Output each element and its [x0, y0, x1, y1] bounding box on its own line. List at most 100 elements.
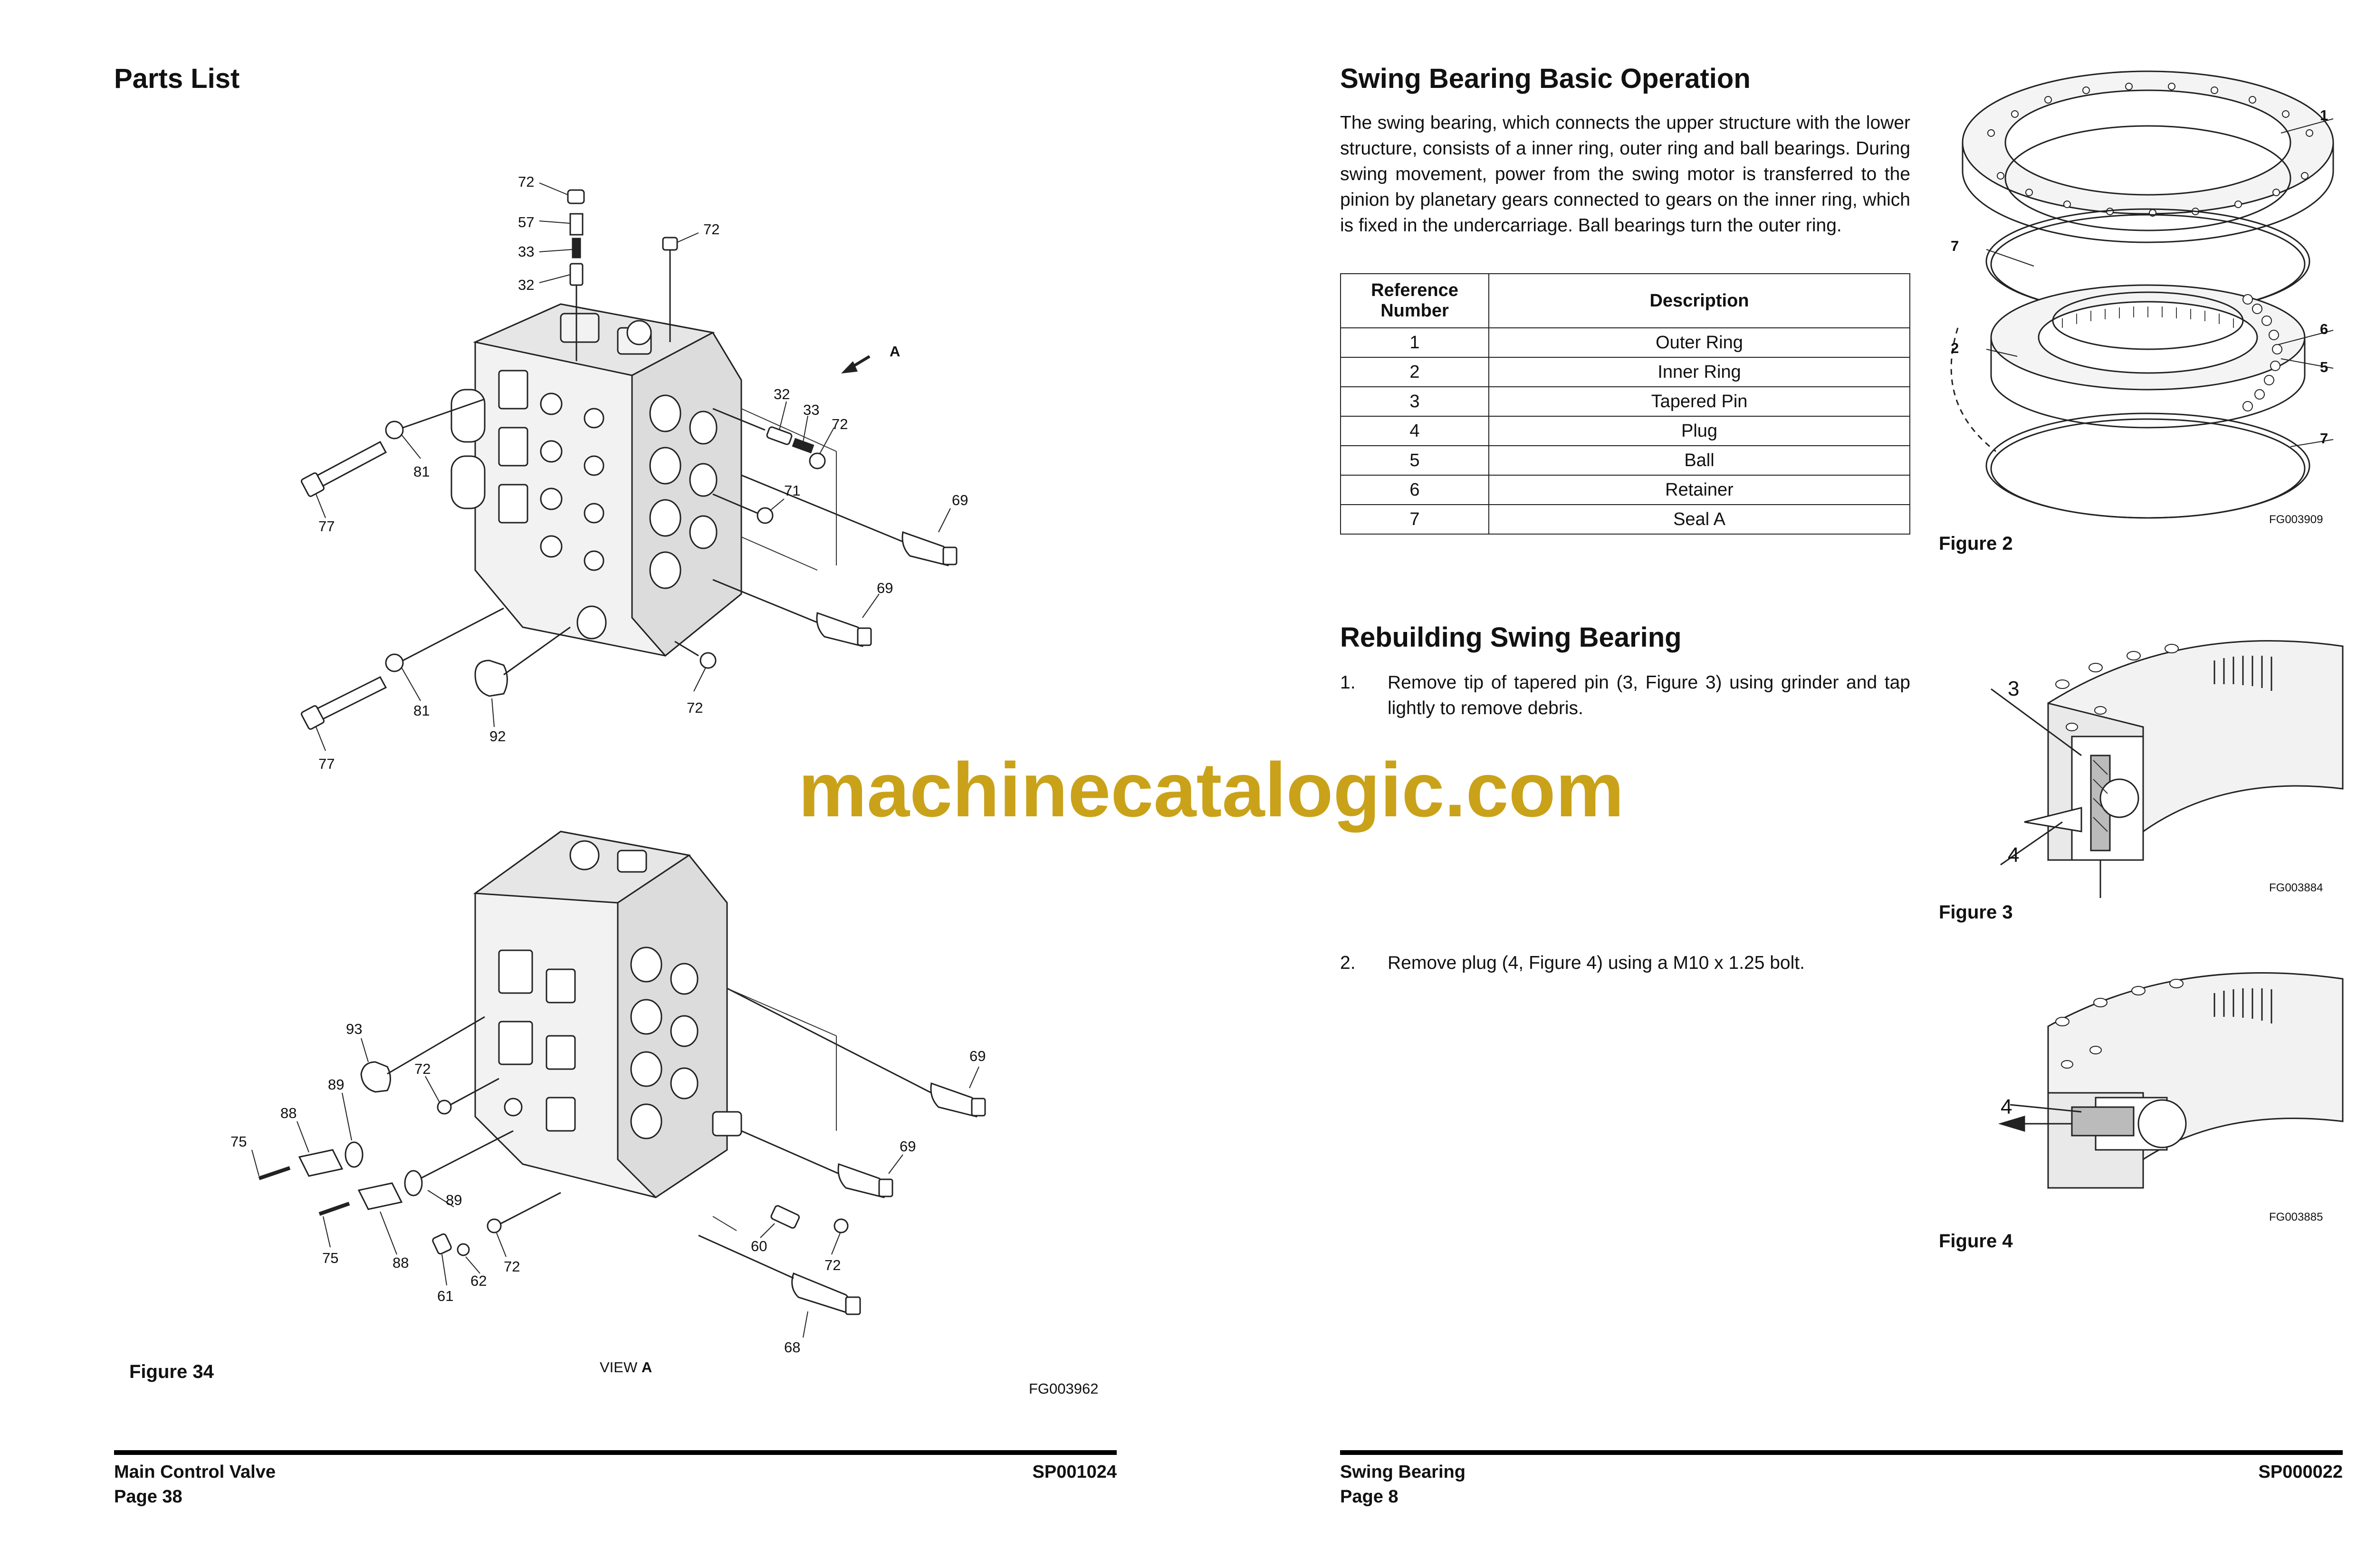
- figure-2-caption: Figure 2: [1939, 533, 2013, 554]
- desc-cell: Outer Ring: [1488, 327, 1910, 358]
- callout-32: 32: [518, 277, 535, 293]
- right-footer-page: Page 8: [1340, 1487, 1399, 1507]
- callout-33: 33: [518, 243, 535, 260]
- desc-cell: Tapered Pin: [1488, 386, 1910, 417]
- header-description: Description: [1488, 273, 1910, 328]
- callout-60: 60: [751, 1238, 767, 1254]
- callout-81: 81: [413, 702, 430, 719]
- callout-81: 81: [413, 463, 430, 480]
- callout-92: 92: [489, 728, 506, 745]
- callout-93: 93: [346, 1021, 363, 1037]
- view-arrow-label: A: [890, 343, 901, 360]
- callout-72: 72: [703, 221, 720, 238]
- watermark-text: machinecatalogic.com: [798, 747, 1624, 833]
- callout-68: 68: [784, 1339, 801, 1356]
- fig2-callout-7: 7: [2320, 430, 2328, 447]
- callout-62: 62: [470, 1272, 487, 1289]
- desc-cell: Inner Ring: [1488, 357, 1910, 387]
- swing-bearing-title: Swing Bearing Basic Operation: [1340, 63, 1751, 94]
- step-2: 2. Remove plug (4, Figure 4) using a M10…: [1340, 950, 1910, 976]
- right-footer-section: Swing Bearing: [1340, 1462, 1466, 1482]
- step-text: Remove tip of tapered pin (3, Figure 3) …: [1388, 672, 1910, 718]
- valve-exploded-view-top: [300, 182, 958, 751]
- callout-69: 69: [969, 1048, 986, 1064]
- step-number: 2.: [1340, 953, 1356, 973]
- desc-cell: Ball: [1488, 445, 1910, 476]
- callout-88: 88: [393, 1254, 409, 1271]
- callout-69: 69: [900, 1138, 916, 1155]
- left-footer-section: Main Control Valve: [114, 1462, 276, 1482]
- ref-cell: 4: [1340, 416, 1489, 446]
- left-page-title: Parts List: [114, 63, 240, 94]
- callout-72: 72: [832, 416, 848, 432]
- fig3-code: FG003884: [2269, 881, 2323, 894]
- desc-cell: Plug: [1488, 416, 1910, 446]
- intro-paragraph: The swing bearing, which connects the up…: [1340, 113, 1910, 236]
- rebuilding-title: Rebuilding Swing Bearing: [1340, 622, 1682, 653]
- callout-33: 33: [803, 402, 820, 418]
- left-footer-page: Page 38: [114, 1487, 182, 1507]
- left-footer-rule: [114, 1450, 1117, 1455]
- callout-57: 57: [518, 214, 535, 230]
- callout-69: 69: [877, 580, 893, 596]
- ref-cell: 5: [1340, 445, 1489, 476]
- header-reference-number: Reference Number: [1340, 273, 1489, 328]
- ref-cell: 2: [1340, 357, 1489, 387]
- view-label-prefix: VIEW: [600, 1359, 638, 1376]
- ref-cell: 6: [1340, 475, 1489, 505]
- step-number: 1.: [1340, 672, 1356, 693]
- right-footer-rule: [1340, 1450, 2343, 1455]
- fig2-code: FG003909: [2269, 513, 2323, 526]
- callout-61: 61: [437, 1288, 454, 1304]
- desc-cell: Seal A: [1488, 504, 1910, 535]
- fig2-callout-7: 7: [1951, 238, 1959, 254]
- callout-88: 88: [280, 1105, 297, 1121]
- ref-cell: 1: [1340, 327, 1489, 358]
- ref-cell: 3: [1340, 386, 1489, 417]
- fig2-callout-6: 6: [2320, 321, 2328, 337]
- left-footer-code: SP001024: [1032, 1462, 1117, 1482]
- fig3-callout-3: 3: [2008, 677, 2020, 700]
- callout-75: 75: [230, 1133, 247, 1150]
- callout-89: 89: [446, 1192, 462, 1208]
- table-header-row: Reference Number Description: [1340, 273, 1910, 328]
- callout-75: 75: [322, 1250, 339, 1266]
- valve-view-a: [251, 831, 986, 1338]
- view-a-label: VIEW A: [600, 1359, 652, 1376]
- fig4-code: FG003885: [2269, 1211, 2323, 1224]
- fig2-callout-5: 5: [2320, 359, 2328, 375]
- fig4-callout-4: 4: [2001, 1095, 2012, 1119]
- figure-3-caption: Figure 3: [1939, 902, 2013, 923]
- fig2-callout-1: 1: [2320, 107, 2328, 124]
- view-label-letter: A: [641, 1359, 652, 1376]
- callout-32: 32: [774, 386, 790, 402]
- callout-72: 72: [504, 1258, 520, 1275]
- callout-69: 69: [952, 492, 968, 508]
- callout-89: 89: [328, 1076, 345, 1093]
- step-text: Remove plug (4, Figure 4) using a M10 x …: [1388, 953, 1805, 973]
- fig3-callout-4: 4: [2008, 843, 2020, 867]
- right-footer-code: SP000022: [2258, 1462, 2343, 1482]
- step-1: 1. Remove tip of tapered pin (3, Figure …: [1340, 670, 1910, 721]
- callout-72: 72: [414, 1061, 431, 1077]
- figure-4-plug-removal: [1998, 972, 2344, 1189]
- ref-cell: 7: [1340, 504, 1489, 535]
- figure-3-tapered-pin-section: [1991, 640, 2344, 898]
- figure-2-swing-bearing-exploded: [1950, 70, 2334, 519]
- callout-71: 71: [784, 482, 801, 499]
- callout-72: 72: [518, 173, 535, 190]
- desc-cell: Retainer: [1488, 475, 1910, 505]
- callout-72: 72: [687, 699, 703, 716]
- figure-34-code: FG003962: [1029, 1380, 1099, 1397]
- callout-77: 77: [318, 755, 335, 772]
- figure-4-caption: Figure 4: [1939, 1231, 2013, 1252]
- figure-34-caption: Figure 34: [129, 1361, 214, 1382]
- callout-77: 77: [318, 518, 335, 535]
